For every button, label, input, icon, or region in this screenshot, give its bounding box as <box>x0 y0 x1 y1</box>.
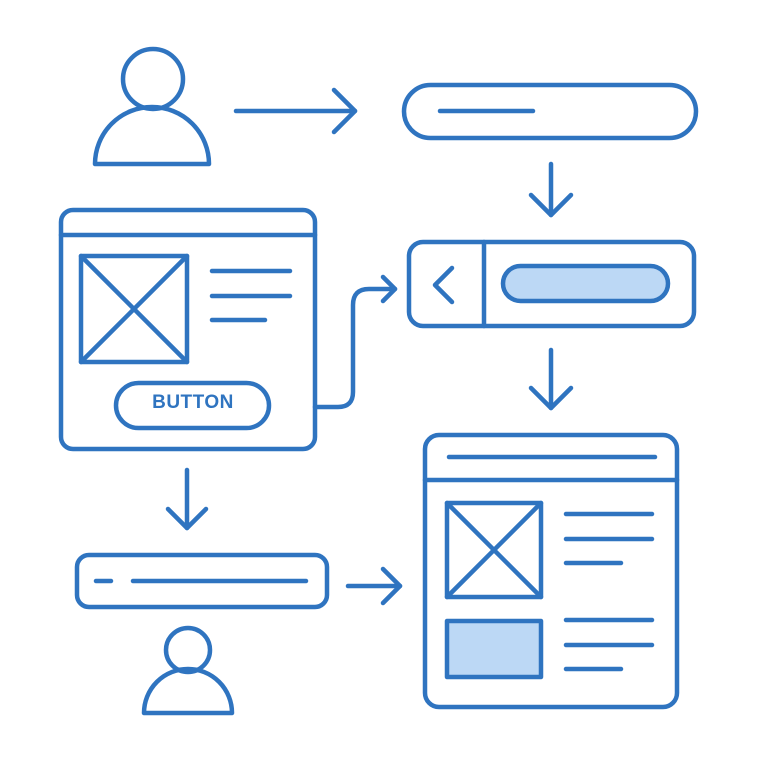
arrow-down-icon <box>165 467 209 531</box>
nav-bar <box>406 239 697 329</box>
search-bar-bottom <box>74 552 330 610</box>
button-label: BUTTON <box>152 392 234 413</box>
user-icon-top <box>92 46 212 167</box>
curved-arrow-icon <box>312 274 398 410</box>
arrow-down-icon <box>528 161 574 218</box>
result-page <box>422 432 680 710</box>
user-icon-bottom <box>141 625 235 716</box>
wireframe-card <box>58 207 318 452</box>
arrow-right-icon <box>345 566 403 606</box>
arrow-down-icon <box>528 347 574 411</box>
back-chevron-icon <box>432 265 455 305</box>
arrow-right-icon <box>233 87 358 135</box>
search-bar-top <box>401 82 699 141</box>
